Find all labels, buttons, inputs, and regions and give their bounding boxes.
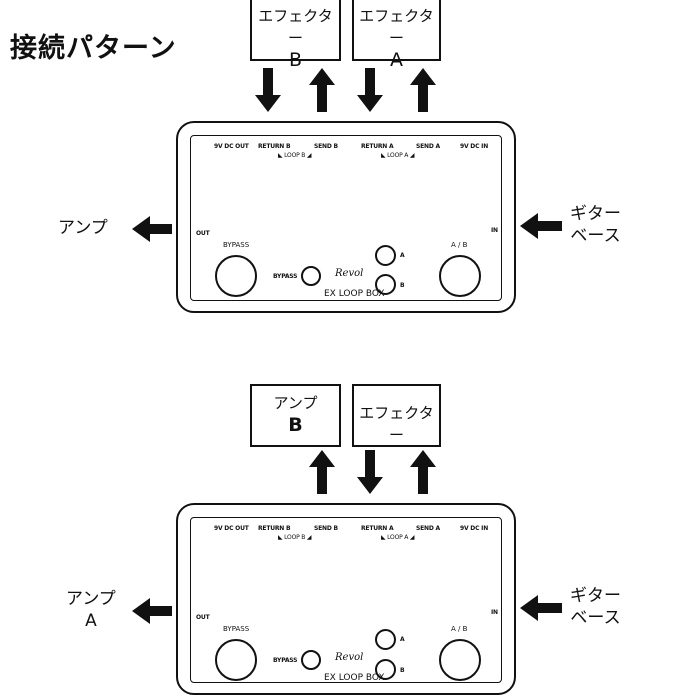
loop-b-label: LOOP B: [284, 152, 306, 159]
jack-label: SEND A: [416, 143, 440, 150]
box-label: エフェクター: [258, 7, 333, 47]
jack-label: RETURN B: [258, 525, 291, 532]
ab-label: A / B: [451, 625, 468, 633]
label-line: ベース: [570, 226, 621, 246]
led-b-label: B: [400, 282, 405, 289]
guitar-bass-label: ギター ベース: [570, 203, 621, 247]
pedal-face: [190, 517, 502, 683]
model-label: EX LOOP BOX: [324, 673, 385, 683]
led-a: [375, 245, 396, 266]
jack-label: RETURN A: [361, 143, 394, 150]
led-b: [375, 274, 396, 295]
bypass-led-label: BYPASS: [273, 273, 298, 280]
jack-label: RETURN A: [361, 525, 394, 532]
arrow-up-icon: [309, 450, 335, 494]
effector-b-box: エフェクター B: [250, 0, 341, 71]
jack-label: 9V DC IN: [460, 143, 489, 150]
box-label: エフェクター: [359, 404, 434, 444]
jack-label: RETURN B: [258, 143, 291, 150]
ab-footswitch[interactable]: [439, 639, 481, 681]
box-label: アンプ: [273, 394, 318, 412]
jack-label: 9V DC IN: [460, 525, 489, 532]
in-label: IN: [491, 227, 498, 234]
box-label: A: [390, 49, 403, 71]
led-a-label: A: [400, 636, 405, 643]
revol-logo: Revol: [335, 652, 364, 663]
guitar-bass-label: ギター ベース: [570, 585, 621, 629]
arrow-up-icon: [410, 68, 436, 112]
arrow-left-icon: [132, 216, 172, 242]
jack-label: SEND A: [416, 525, 440, 532]
pedal-face: [190, 135, 502, 301]
bypass-footswitch[interactable]: [215, 639, 257, 681]
jack-label: SEND B: [314, 525, 338, 532]
label-line: ギター: [570, 204, 621, 224]
arrow-down-icon: [357, 450, 383, 494]
amp-b-box: アンプ B: [250, 384, 341, 447]
jack-label: 9V DC OUT: [214, 525, 249, 532]
loop-b-label: LOOP B: [284, 534, 306, 541]
bypass-led-label: BYPASS: [273, 657, 298, 664]
label-line: ギター: [570, 586, 621, 606]
in-label: IN: [491, 609, 498, 616]
bypass-label: BYPASS: [223, 241, 250, 249]
ex-loop-box-pedal: 9V DC OUT RETURN B SEND B RETURN A SEND …: [176, 121, 516, 313]
amp-label: アンプ: [58, 218, 108, 238]
box-label: B: [288, 49, 303, 71]
box-label: エフェクター: [359, 7, 434, 47]
out-label: OUT: [196, 614, 210, 621]
out-label: OUT: [196, 230, 210, 237]
arrow-up-icon: [410, 450, 436, 494]
arrow-down-icon: [255, 68, 281, 112]
arrow-down-icon: [357, 68, 383, 112]
effector-a-box: エフェクター A: [352, 0, 441, 71]
arrow-left-icon: [520, 595, 562, 621]
led-a-label: A: [400, 252, 405, 259]
arrow-left-icon: [132, 598, 172, 624]
page-title: 接続パターン: [10, 33, 177, 64]
box-label: B: [288, 414, 303, 436]
label-line: A: [85, 611, 97, 631]
effector-box: エフェクター: [352, 384, 441, 447]
bypass-led: [301, 266, 321, 286]
loop-a-label: LOOP A: [387, 152, 409, 159]
bypass-footswitch[interactable]: [215, 255, 257, 297]
revol-logo: Revol: [335, 268, 364, 279]
ex-loop-box-pedal: 9V DC OUT RETURN B SEND B RETURN A SEND …: [176, 503, 516, 695]
led-b: [375, 659, 396, 680]
label-line: ベース: [570, 608, 621, 628]
jack-label: SEND B: [314, 143, 338, 150]
ab-label: A / B: [451, 241, 468, 249]
jack-label: 9V DC OUT: [214, 143, 249, 150]
arrow-left-icon: [520, 213, 562, 239]
amp-a-label: アンプ A: [66, 588, 116, 632]
ab-footswitch[interactable]: [439, 255, 481, 297]
loop-a-label: LOOP A: [387, 534, 409, 541]
led-a: [375, 629, 396, 650]
label-line: アンプ: [66, 589, 116, 609]
arrow-up-icon: [309, 68, 335, 112]
model-label: EX LOOP BOX: [324, 289, 385, 299]
bypass-label: BYPASS: [223, 625, 250, 633]
bypass-led: [301, 650, 321, 670]
led-b-label: B: [400, 667, 405, 674]
